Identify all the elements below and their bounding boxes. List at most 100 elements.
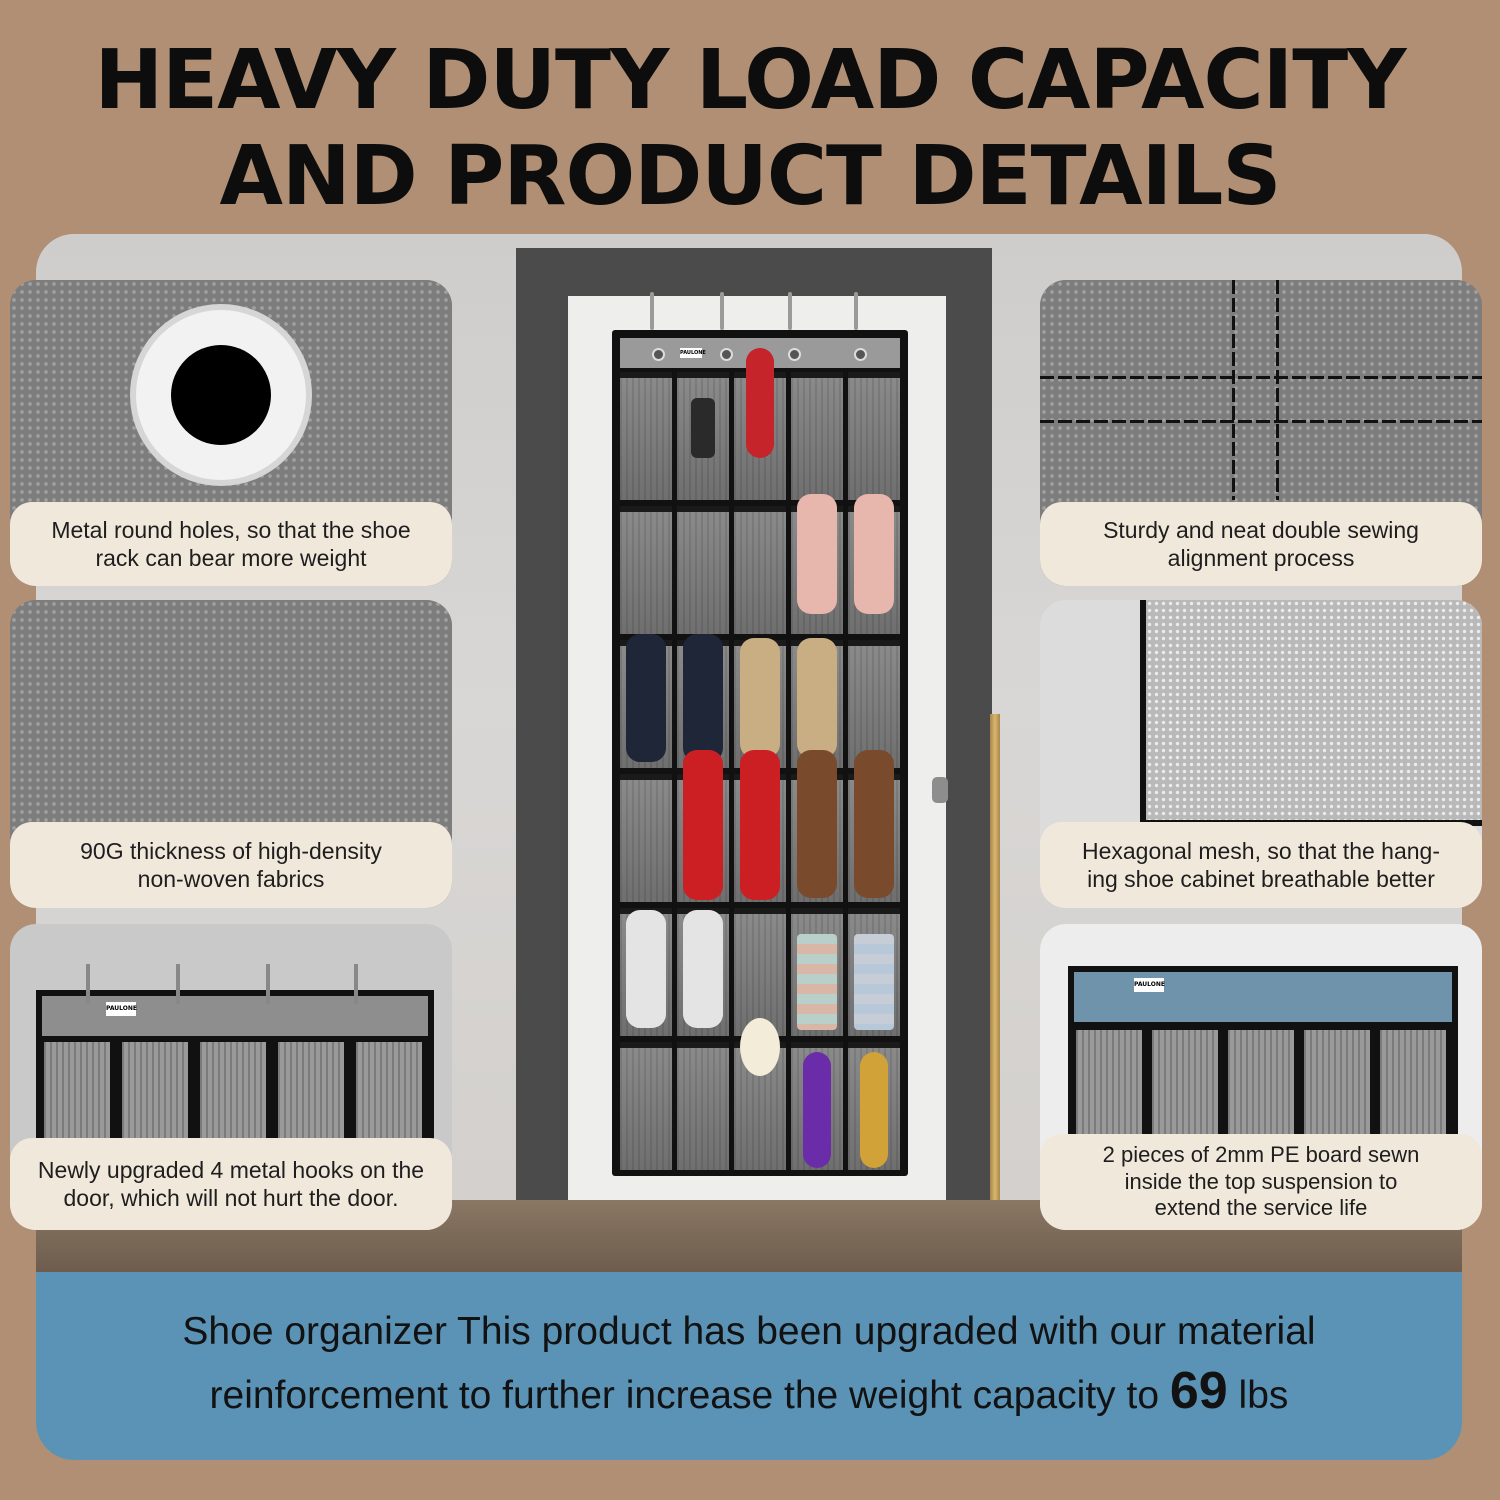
pocket <box>791 1042 843 1170</box>
capacity-number: 69 <box>1169 1362 1228 1421</box>
pocket <box>677 506 729 634</box>
pocket <box>122 1042 188 1150</box>
caption: Sturdy and neat double sewing alignment … <box>1040 502 1482 586</box>
pocket <box>677 634 729 768</box>
caption: 2 pieces of 2mm PE board sewn inside the… <box>1040 1134 1482 1230</box>
pocket <box>791 372 843 500</box>
pocket <box>620 506 672 634</box>
feature-fabric-thickness: 90G thickness of high-density non-woven … <box>10 600 452 908</box>
hook-icon <box>788 292 792 330</box>
caption-line: extend the service life <box>1154 1195 1368 1221</box>
feature-metal-holes: Metal round holes, so that the shoe rack… <box>10 280 452 586</box>
capacity-text: Shoe organizer This product has been upg… <box>182 1306 1315 1426</box>
headline-line-1: HEAVY DUTY LOAD CAPACITY <box>94 33 1406 128</box>
headline-line-2: AND PRODUCT DETAILS <box>219 129 1282 224</box>
capacity-line-2: reinforcement to further increase the we… <box>182 1357 1315 1426</box>
caption-line: inside the top suspension to <box>1124 1168 1398 1194</box>
hook-icon <box>266 964 270 1004</box>
grommet-icon <box>136 310 306 480</box>
pocket <box>734 908 786 1036</box>
pocket <box>734 1018 786 1170</box>
capacity-banner: Shoe organizer This product has been upg… <box>36 1272 1462 1460</box>
pocket <box>791 908 843 1036</box>
pocket <box>791 750 843 902</box>
caption-line: rack can bear more weight <box>95 545 367 571</box>
hook-icon <box>720 292 724 330</box>
pocket <box>791 494 843 634</box>
towels-icon <box>797 934 837 1030</box>
sneaker-icon <box>626 910 666 1028</box>
caption: Newly upgraded 4 metal hooks on the door… <box>10 1138 452 1230</box>
shoe-organizer: PAULONE <box>612 292 908 1176</box>
pocket <box>677 908 729 1036</box>
organizer-top-closeup: PAULONE <box>36 990 434 1150</box>
caption-line: Hexagonal mesh, so that the hang- <box>1081 837 1440 864</box>
hook-icon <box>354 964 358 1004</box>
pocket <box>734 348 786 500</box>
caption-line: door, which will not hurt the door. <box>63 1185 399 1211</box>
hook-icon <box>650 292 654 330</box>
umbrella-icon <box>746 348 774 458</box>
caption-line: Metal round holes, so that the shoe <box>51 516 411 543</box>
hook-icon <box>176 964 180 1004</box>
pocket <box>1076 1030 1142 1146</box>
caption: Hexagonal mesh, so that the hang- ing sh… <box>1040 822 1482 908</box>
capacity-line-2-text: reinforcement to further increase the we… <box>209 1374 1170 1418</box>
keys-icon <box>691 398 715 458</box>
pocket <box>848 494 900 634</box>
grommet-icon <box>788 348 801 361</box>
hook-icon <box>86 964 90 1004</box>
slipper-icon <box>854 494 894 614</box>
pocket <box>1228 1030 1294 1146</box>
caption: Metal round holes, so that the shoe rack… <box>10 502 452 586</box>
pocket <box>677 750 729 902</box>
feature-double-sewing: Sturdy and neat double sewing alignment … <box>1040 280 1482 586</box>
pocket <box>1152 1030 1218 1146</box>
brand-tag: PAULONE <box>106 1002 137 1016</box>
feature-hexagonal-mesh: Hexagonal mesh, so that the hang- ing sh… <box>1040 600 1482 908</box>
slipper-icon <box>626 634 666 762</box>
caption-line: Sturdy and neat double sewing <box>1103 516 1419 543</box>
pocket <box>620 774 672 902</box>
slipper-icon <box>797 638 837 758</box>
pocket <box>356 1042 422 1150</box>
sneaker-icon <box>683 910 723 1028</box>
loafer-icon <box>797 750 837 898</box>
pocket <box>200 1042 266 1150</box>
stitch-line <box>1040 420 1482 423</box>
caption-line: ing shoe cabinet breathable better <box>1087 866 1435 892</box>
pocket <box>848 372 900 500</box>
pocket <box>848 908 900 1036</box>
pocket <box>44 1042 110 1150</box>
grommet-icon <box>720 348 733 361</box>
caption-line: non-woven fabrics <box>137 866 325 892</box>
pocket <box>620 908 672 1036</box>
pocket <box>620 1042 672 1170</box>
organizer-top-closeup: PAULONE <box>1068 966 1458 1146</box>
sneaker-icon <box>683 750 723 900</box>
pocket <box>848 750 900 902</box>
stitch-line <box>1040 376 1482 379</box>
pocket <box>677 372 729 500</box>
towels-icon <box>854 934 894 1030</box>
caption-line: alignment process <box>1167 545 1355 571</box>
pe-board-highlight <box>1074 972 1452 1022</box>
loafer-icon <box>854 750 894 898</box>
brand-tag: PAULONE <box>1134 978 1165 992</box>
caption: 90G thickness of high-density non-woven … <box>10 822 452 908</box>
caption-line: 2 pieces of 2mm PE board sewn <box>1102 1141 1420 1167</box>
stitch-line <box>1276 280 1279 500</box>
pocket <box>791 638 843 768</box>
coat-stand <box>990 714 1000 1274</box>
pocket <box>734 506 786 634</box>
pocket <box>1380 1030 1446 1146</box>
pocket <box>677 1042 729 1170</box>
pocket <box>1304 1030 1370 1146</box>
grommet-icon <box>652 348 665 361</box>
feature-metal-hooks: PAULONE Newly upgraded 4 metal hooks on … <box>10 924 452 1230</box>
pocket <box>620 372 672 500</box>
caption-line: Newly upgraded 4 metal hooks on the <box>37 1156 425 1183</box>
pocket <box>734 638 786 768</box>
umbrella-icon <box>860 1052 888 1168</box>
pocket-grid <box>620 348 900 1170</box>
